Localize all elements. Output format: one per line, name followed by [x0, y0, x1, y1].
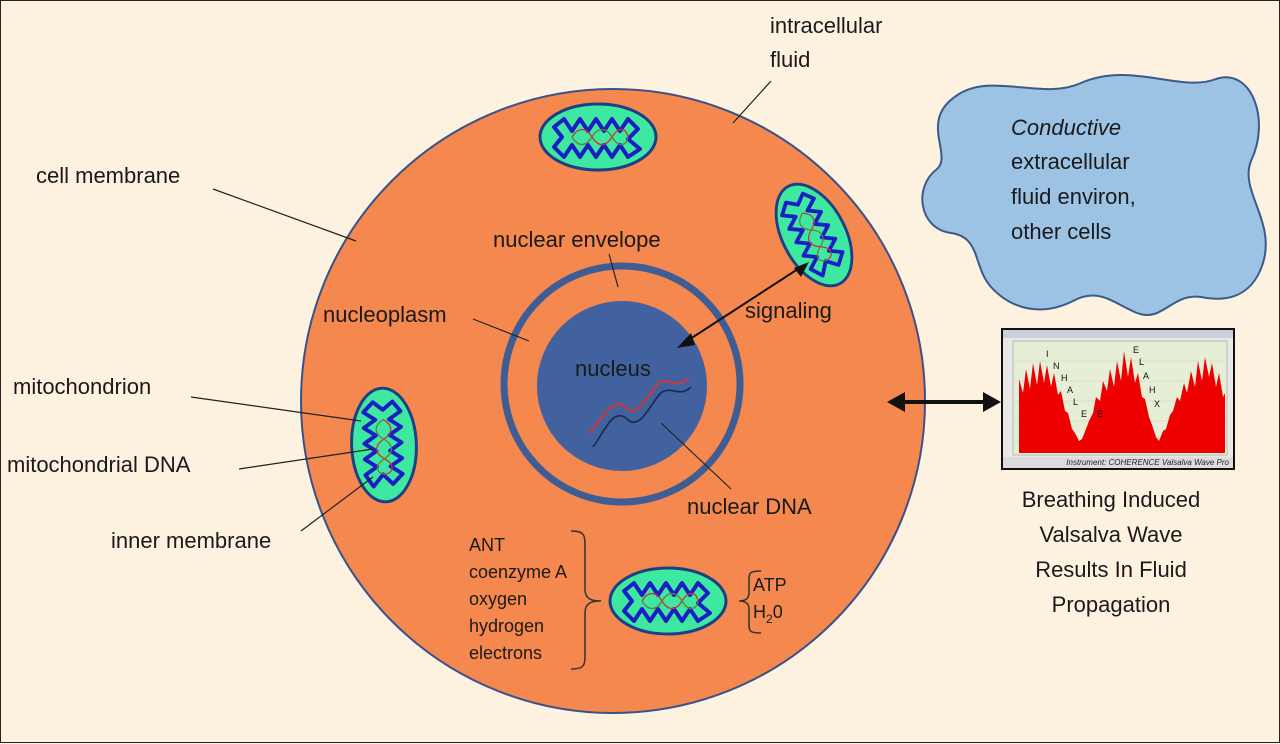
- inputs-brace: [570, 530, 602, 670]
- input-hydrogen: hydrogen: [469, 616, 544, 636]
- leader-nuclear-envelope: [608, 253, 619, 288]
- label-nuclear-envelope: nuclear envelope: [493, 227, 661, 252]
- wave-letter-e: E: [1081, 409, 1087, 419]
- caption-line-1: Breathing Induced: [1022, 487, 1201, 512]
- label-nucleoplasm: nucleoplasm: [323, 302, 447, 327]
- signaling-arrow: [677, 262, 809, 348]
- label-cell-membrane: cell membrane: [36, 163, 180, 188]
- wave-letter-h: H: [1061, 373, 1068, 383]
- nuclear-envelope-ring: [500, 262, 744, 506]
- label-other-cells: other cells: [1011, 219, 1111, 244]
- wave-letter-a2: A: [1143, 371, 1149, 381]
- leader-cell-membrane: [212, 188, 357, 242]
- wave-letter-e2: E: [1097, 409, 1103, 419]
- label-nucleus: nucleus: [575, 356, 651, 381]
- leader-mitochondrial-dna: [238, 448, 374, 470]
- double-arrow: [887, 392, 1001, 412]
- wave-letter-l: L: [1073, 397, 1078, 407]
- wave-letter-i: I: [1046, 349, 1049, 359]
- caption-line-3: Results In Fluid: [1035, 557, 1187, 582]
- label-extracellular: extracellular: [1011, 149, 1130, 174]
- wave-letter-n: N: [1053, 361, 1060, 371]
- wave-letter-e3: E: [1133, 345, 1139, 355]
- outputs-brace: [738, 570, 762, 634]
- leader-nuclear-dna: [660, 422, 732, 490]
- label-conductive: Conductive: [1011, 115, 1121, 140]
- inset-instrument-label: Instrument: COHERENCE Valsalva Wave Pro: [1066, 458, 1229, 467]
- leader-nucleoplasm: [472, 318, 530, 342]
- caption-line-2: Valsalva Wave: [1039, 522, 1182, 547]
- output-water: H20: [753, 602, 783, 626]
- water-subscript: 2: [766, 612, 773, 626]
- input-coenzyme-a: coenzyme A: [469, 562, 567, 582]
- mitochondrion-top: [538, 102, 658, 172]
- extracellular-blob: [921, 74, 1267, 316]
- label-fluid: fluid: [770, 47, 810, 72]
- input-ant: ANT: [469, 535, 505, 555]
- nuclear-dna-helix: [588, 376, 692, 448]
- leader-intracellular-fluid: [732, 80, 772, 124]
- input-oxygen: oxygen: [469, 589, 527, 609]
- wave-letter-l2: L: [1139, 357, 1144, 367]
- output-atp: ATP: [753, 575, 787, 595]
- wave-fill: [1019, 351, 1225, 453]
- water-h: H: [753, 602, 766, 622]
- label-mitochondrion: mitochondrion: [13, 374, 151, 399]
- label-signaling: signaling: [745, 298, 832, 323]
- nucleus-body: [537, 301, 707, 471]
- label-intracellular: intracellular: [770, 13, 883, 38]
- water-o: 0: [773, 602, 783, 622]
- leader-inner-membrane: [300, 476, 374, 532]
- wave-letter-a: A: [1067, 385, 1073, 395]
- leader-mitochondrion: [190, 396, 362, 422]
- mitochondrion-bottom: [608, 566, 728, 636]
- wave-letter-x: X: [1154, 399, 1160, 409]
- input-electrons: electrons: [469, 643, 542, 663]
- label-nuclear-dna: nuclear DNA: [687, 494, 812, 519]
- label-inner-membrane: inner membrane: [111, 528, 271, 553]
- label-fluid-environ: fluid environ,: [1011, 184, 1136, 209]
- label-mitochondrial-dna: mitochondrial DNA: [7, 452, 191, 477]
- valsalva-wave-inset: I N H A L E E X H A L E Instrument: COHE…: [1001, 328, 1235, 470]
- wave-letter-h2: H: [1149, 385, 1156, 395]
- caption-line-4: Propagation: [1052, 592, 1171, 617]
